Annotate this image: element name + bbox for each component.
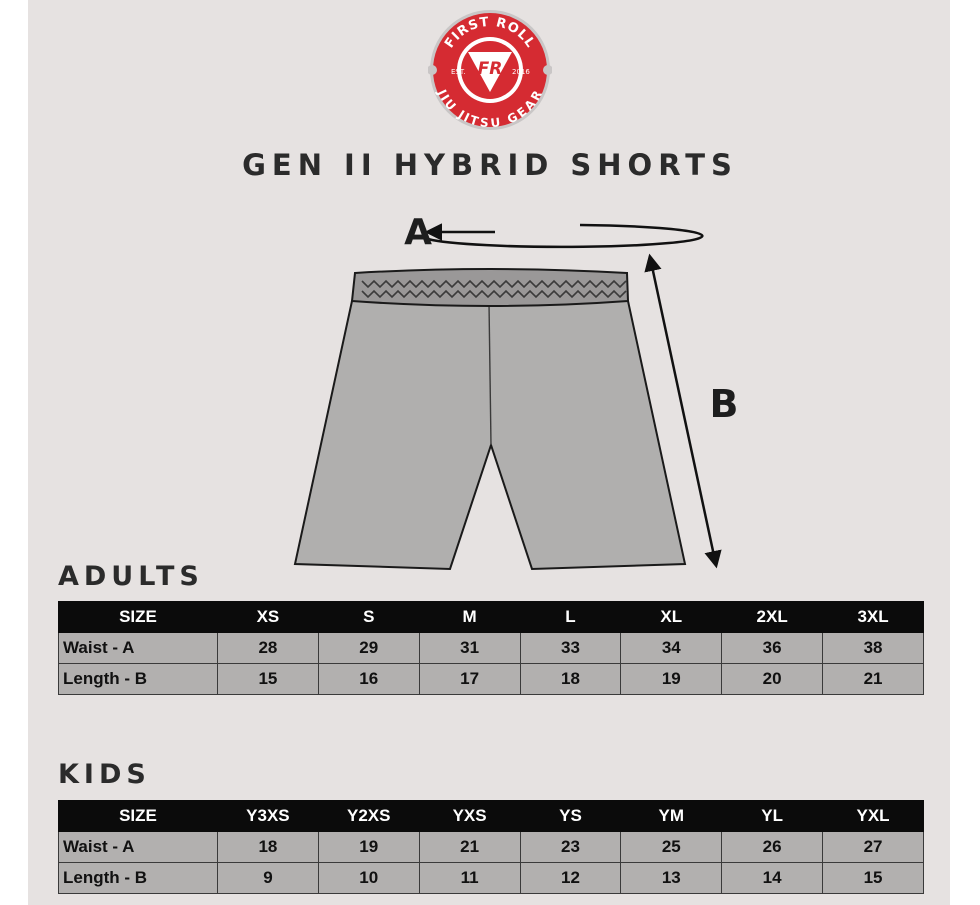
adults-heading: ADULTS xyxy=(58,561,204,592)
table-cell: 18 xyxy=(217,831,319,863)
table-row: Length - B 9 10 11 12 13 14 15 xyxy=(58,862,924,894)
table-cell: 28 xyxy=(217,632,319,664)
header-cell: M xyxy=(418,601,521,633)
table-cell: 14 xyxy=(721,862,824,894)
table-cell: 27 xyxy=(822,831,924,863)
table-cell: 36 xyxy=(721,632,824,664)
table-cell: 15 xyxy=(217,663,319,695)
header-cell: YL xyxy=(721,800,824,832)
table-cell: 19 xyxy=(620,663,723,695)
table-cell: 21 xyxy=(822,663,924,695)
table-cell: 18 xyxy=(519,663,622,695)
kids-heading: KIDS xyxy=(58,759,151,790)
header-cell: YXL xyxy=(822,800,924,832)
row-label: Waist - A xyxy=(58,632,218,664)
shorts-center-seam xyxy=(488,302,492,446)
header-cell: XL xyxy=(620,601,723,633)
table-cell: 26 xyxy=(721,831,824,863)
table-cell: 10 xyxy=(317,862,420,894)
row-label: Length - B xyxy=(58,862,218,894)
length-label-b: B xyxy=(710,382,739,426)
header-cell: 3XL xyxy=(822,601,924,633)
first-roll-logo: FIRST ROLL JIU JITSU GEAR EST. 2016 FR xyxy=(428,10,552,130)
table-cell: 11 xyxy=(418,862,521,894)
row-label: Waist - A xyxy=(58,831,218,863)
header-cell: SIZE xyxy=(58,601,218,633)
header-cell: Y3XS xyxy=(217,800,319,832)
logo-triangle-icon xyxy=(468,52,512,92)
kids-size-table: SIZE Y3XS Y2XS YXS YS YM YL YXL Waist - … xyxy=(58,800,924,894)
table-cell: 31 xyxy=(418,632,521,664)
waistband-zigzag xyxy=(361,279,627,289)
table-cell: 29 xyxy=(317,632,420,664)
table-cell: 25 xyxy=(620,831,723,863)
waistband-zigzag xyxy=(361,289,627,299)
table-cell: 33 xyxy=(519,632,622,664)
header-cell: S xyxy=(317,601,420,633)
adults-size-table: SIZE XS S M L XL 2XL 3XL Waist - A 28 29… xyxy=(58,601,924,695)
table-cell: 17 xyxy=(418,663,521,695)
header-cell: YXS xyxy=(418,800,521,832)
logo-monogram: FR xyxy=(478,59,503,79)
table-cell: 21 xyxy=(418,831,521,863)
header-cell: Y2XS xyxy=(317,800,420,832)
header-cell: YS xyxy=(519,800,622,832)
table-cell: 15 xyxy=(822,862,924,894)
waist-label-a: A xyxy=(404,212,432,253)
shorts-body xyxy=(293,300,687,571)
table-cell: 23 xyxy=(519,831,622,863)
table-cell: 9 xyxy=(217,862,319,894)
logo-year-text: 2016 xyxy=(512,68,530,76)
logo-est-text: EST. xyxy=(451,68,466,76)
header-cell: YM xyxy=(620,800,723,832)
waist-measure-loop xyxy=(427,223,704,249)
header-cell: L xyxy=(519,601,622,633)
header-cell: XS xyxy=(217,601,319,633)
table-cell: 13 xyxy=(620,862,723,894)
table-cell: 38 xyxy=(822,632,924,664)
table-header-row: SIZE XS S M L XL 2XL 3XL xyxy=(58,601,924,633)
table-cell: 34 xyxy=(620,632,723,664)
table-cell: 20 xyxy=(721,663,824,695)
table-cell: 12 xyxy=(519,862,622,894)
shorts-measurement-diagram: A B xyxy=(293,212,739,571)
table-header-row: SIZE Y3XS Y2XS YXS YS YM YL YXL xyxy=(58,800,924,832)
product-title: GEN II HYBRID SHORTS xyxy=(242,148,738,182)
table-row: Length - B 15 16 17 18 19 20 21 xyxy=(58,663,924,695)
header-cell: 2XL xyxy=(721,601,824,633)
table-cell: 19 xyxy=(317,831,420,863)
row-label: Length - B xyxy=(58,663,218,695)
table-row: Waist - A 28 29 31 33 34 36 38 xyxy=(58,632,924,664)
table-cell: 16 xyxy=(317,663,420,695)
header-cell: SIZE xyxy=(58,800,218,832)
table-row: Waist - A 18 19 21 23 25 26 27 xyxy=(58,831,924,863)
shorts-waistband xyxy=(350,268,630,307)
length-arrow-icon xyxy=(644,253,722,569)
